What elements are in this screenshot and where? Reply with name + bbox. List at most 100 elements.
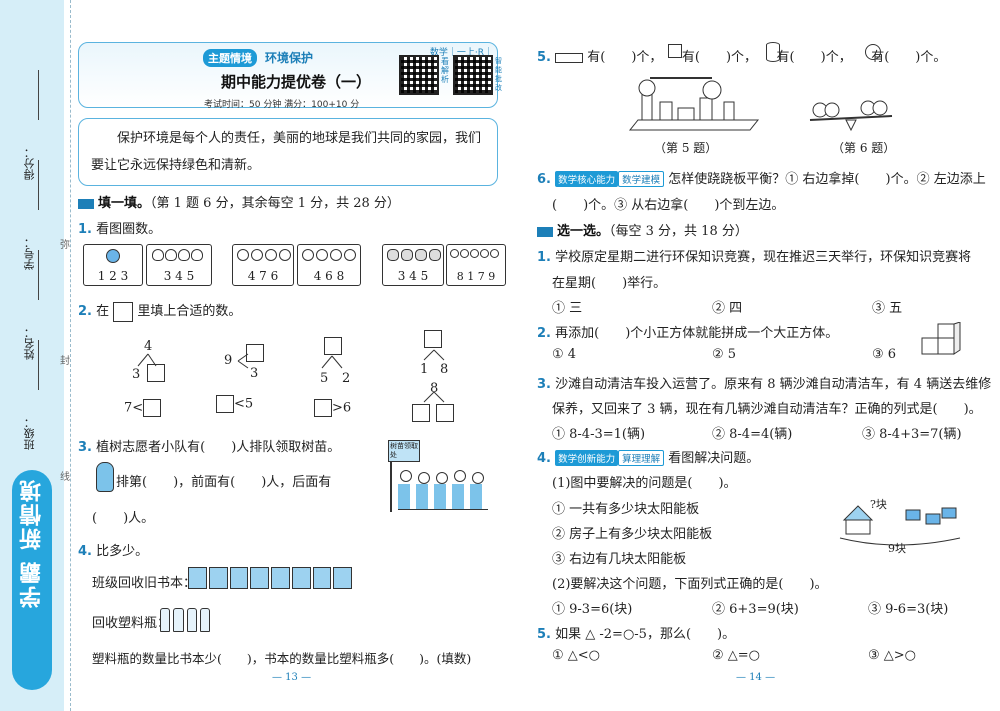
- q3-line3: ( )人。: [92, 511, 155, 526]
- page-number-left: — 13 —: [272, 672, 312, 683]
- student-id-label: 学号：: [23, 237, 36, 270]
- c3-option-2[interactable]: ② 8-4=4(辆): [712, 427, 793, 442]
- bottle-icon: [199, 608, 210, 632]
- q1-prompt: 1. 看图圈数。: [78, 222, 162, 237]
- brand-logo: 学霸 新情境: [6, 470, 58, 690]
- queue-illustration: 树苗领取处: [384, 440, 496, 518]
- pineapple-icon: [415, 249, 427, 261]
- c4-sub2-option-1[interactable]: ① 9-3=6(块): [552, 602, 633, 617]
- tree4-right: 8: [440, 362, 449, 377]
- orange-icon: [265, 249, 277, 261]
- number-trees: [137, 349, 445, 403]
- tree1-blank[interactable]: [147, 364, 165, 382]
- book-icon: [208, 567, 228, 589]
- pear-icon: [191, 249, 203, 261]
- exam-title: 期中能力提优卷（一）: [221, 73, 372, 91]
- q4-blanks: 塑料瓶的数量比书本少( )，书本的数量比塑料瓶多( )。(填数): [92, 651, 472, 666]
- c4-sub2-option-2[interactable]: ② 6+3=9(块): [712, 602, 799, 617]
- bottles-row: [160, 608, 210, 632]
- c3-line2: 保养，又回来了 3 辆，现在有几辆沙滩自动清洁车？正确的列式是( )。: [552, 402, 982, 417]
- c4-sub1-option-2[interactable]: ② 房子上有多少块太阳能板: [552, 527, 713, 542]
- c1-line1: 1. 学校原定星期二进行环保知识竞赛，现在推迟三天举行，环保知识竞赛将: [537, 250, 972, 265]
- apple-icon: [106, 249, 120, 263]
- bottle-icon: [186, 608, 197, 632]
- q3-line2: 排第( )，前面有( )人，后面有: [116, 475, 332, 490]
- solar-question: ?块: [870, 498, 887, 511]
- count-group-1: 1 2 3: [83, 244, 143, 286]
- c2-option-2[interactable]: ② 5: [712, 347, 737, 362]
- cubes-figure: [921, 322, 961, 355]
- c1-option-2[interactable]: ② 四: [712, 301, 743, 316]
- c4-sub1-option-1[interactable]: ① 一共有多少块太阳能板: [552, 502, 700, 517]
- orange-icon: [237, 249, 249, 261]
- seedling-sign: 树苗领取处: [388, 440, 420, 462]
- c2-option-3[interactable]: ③ 6: [872, 347, 897, 362]
- c4-sub1: (1)图中要解决的问题是( )。: [552, 476, 737, 491]
- c1-option-1[interactable]: ① 三: [552, 301, 583, 316]
- book-icon: [312, 567, 332, 589]
- c3-line1: 3. 沙滩自动清洁车投入运营了。原来有 8 辆沙滩自动清洁车，有 4 辆送去维修: [537, 377, 992, 392]
- cylinder-icon: [766, 42, 780, 62]
- orange-icon: [279, 249, 291, 261]
- tree4-blank-left[interactable]: [412, 404, 430, 422]
- q6-seesaw: [809, 100, 893, 132]
- cuboid-icon: [555, 52, 584, 63]
- book-icon: [333, 567, 352, 589]
- tree4-blank-right[interactable]: [436, 404, 454, 422]
- c4-line1: 4. 数学创新能力算理理解 看图解决问题。: [537, 450, 760, 466]
- solar-total: 9块: [888, 542, 906, 555]
- c5-option-2[interactable]: ② △=○: [712, 648, 761, 663]
- orange-icon: [316, 249, 328, 261]
- grape-icon: [480, 249, 489, 258]
- grape-icon: [460, 249, 469, 258]
- book-icon: [229, 567, 249, 589]
- c3-option-3[interactable]: ③ 8-4+3=7(辆): [862, 427, 962, 442]
- tree2-left: 9: [224, 353, 233, 368]
- c2-option-1[interactable]: ① 4: [552, 347, 577, 362]
- subject-label: 数学｜一上·R｜: [429, 48, 493, 58]
- count-group-3: 4 7 6: [232, 244, 294, 286]
- grape-icon: [450, 249, 459, 258]
- orange-icon: [251, 249, 263, 261]
- c3-option-1[interactable]: ① 8-4-3=1(辆): [552, 427, 646, 442]
- fig5-caption: （第 5 题）: [654, 141, 718, 155]
- cut-mark-3: 线: [60, 472, 70, 483]
- bottle-icon: [173, 608, 184, 632]
- c4-sub2-option-3[interactable]: ③ 9-6=3(块): [868, 602, 949, 617]
- grape-icon: [490, 249, 499, 258]
- c5-option-3[interactable]: ③ △>○: [868, 648, 917, 663]
- q5-figure: [628, 77, 760, 131]
- theme-tag: 主题情境: [203, 49, 257, 67]
- c5-option-1[interactable]: ① △<○: [552, 648, 601, 663]
- cut-mark-2: 封: [60, 356, 70, 367]
- name-label: 姓名：: [23, 327, 36, 360]
- books-row: [188, 567, 352, 589]
- count-group-2: 3 4 5: [146, 244, 212, 286]
- scan-label-2: 智能批改: [495, 57, 502, 92]
- pear-icon: [178, 249, 190, 261]
- intro-text: 保护环境是每个人的责任，美丽的地球是我们共同的家园，我们要让它永远保持绿色和清新…: [78, 118, 498, 186]
- compare-2: <5: [216, 395, 253, 413]
- tree1-left: 3: [132, 367, 141, 382]
- tree3-blank[interactable]: [324, 337, 342, 355]
- section-choice: 选一选。（每空 3 分，共 18 分）: [537, 220, 748, 239]
- orange-icon: [330, 249, 342, 261]
- c1-option-3[interactable]: ③ 五: [872, 301, 903, 316]
- q6-line1: 6. 数学核心能力数学建模 怎样使跷跷板平衡？① 右边拿掉( )个。② 左边添上: [537, 171, 986, 187]
- q2-prompt: 2. 在 里填上合适的数。: [78, 300, 241, 322]
- tree4-blank[interactable]: [424, 330, 442, 348]
- qr-code-2[interactable]: [453, 55, 493, 95]
- section-fill-in: 填一填。（第 1 题 6 分，其余每空 1 分，共 28 分）: [78, 192, 400, 211]
- c4-sub1-option-3[interactable]: ③ 右边有几块太阳能板: [552, 552, 687, 567]
- q4-prompt: 4. 比多少。: [78, 544, 149, 559]
- orange-icon: [302, 249, 314, 261]
- qr-code-1[interactable]: [399, 55, 439, 95]
- exam-meta: 考试时间：50 分钟 满分：100+10 分: [204, 100, 360, 110]
- tree3-left: 5: [320, 371, 329, 386]
- bottles-row-label: 回收塑料瓶：: [92, 616, 171, 631]
- sphere-icon: [865, 44, 881, 60]
- q5-prompt: 5. 有( )个， 有( )个， 有( )个， 有( )个。: [537, 50, 947, 65]
- tree2-blank[interactable]: [246, 344, 264, 362]
- c5-line1: 5. 如果 △ -2=○-5，那么( )。: [537, 627, 736, 642]
- book-icon: [271, 567, 290, 589]
